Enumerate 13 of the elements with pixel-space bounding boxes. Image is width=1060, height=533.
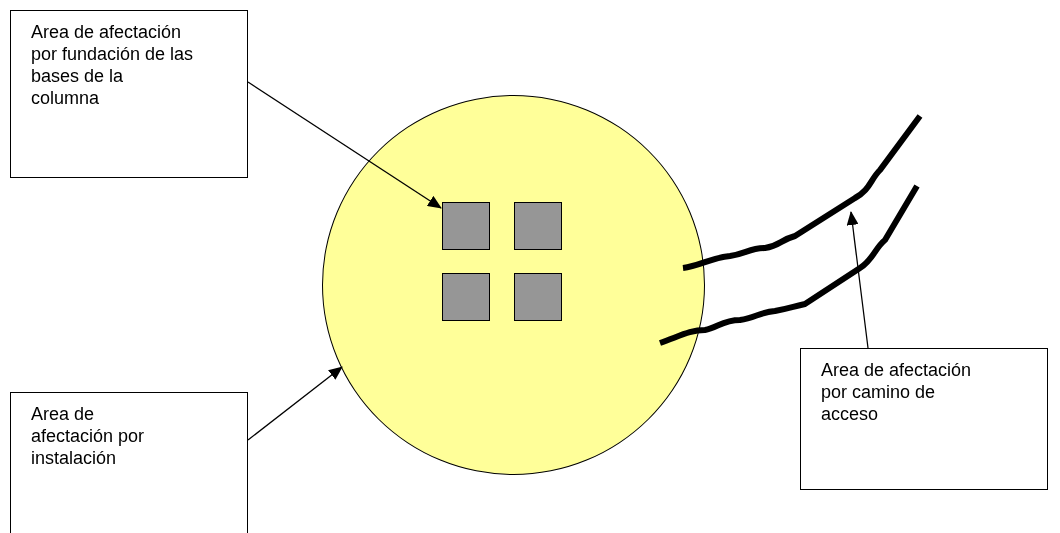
callout-text: Area de afectación por fundación de las bases de la columna bbox=[31, 21, 195, 109]
leader-arrow bbox=[247, 366, 343, 441]
callout-text: Area de afectación por camino de acceso bbox=[821, 359, 973, 425]
foundation-base-square bbox=[442, 202, 490, 250]
leader-arrow bbox=[247, 81, 442, 209]
foundation-base-square bbox=[442, 273, 490, 321]
callout-box bbox=[10, 10, 248, 178]
foundation-base-square bbox=[514, 273, 562, 321]
foundation-base-square bbox=[514, 202, 562, 250]
leader-arrow bbox=[846, 211, 869, 349]
callout-text: Area de afectación por instalación bbox=[31, 403, 146, 469]
callout-box bbox=[800, 348, 1048, 490]
callout-box bbox=[10, 392, 248, 533]
